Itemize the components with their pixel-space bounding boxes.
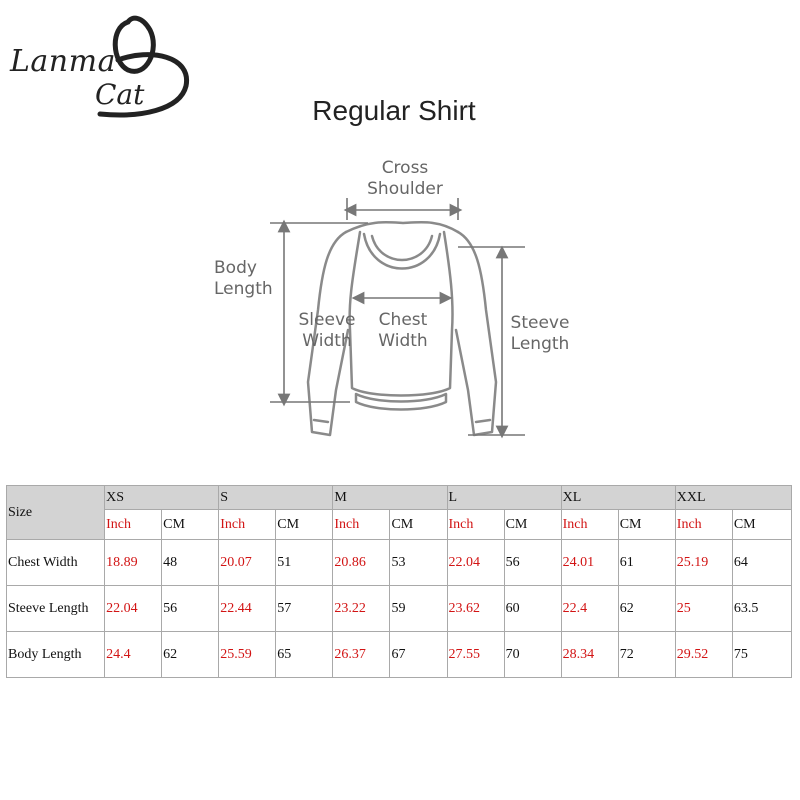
inch-value: 23.22	[332, 585, 391, 632]
inch-value: 26.37	[332, 631, 391, 678]
inch-value: 23.62	[446, 585, 505, 632]
shirt-outline-icon	[270, 198, 525, 439]
unit-inch: Inch	[560, 509, 619, 540]
row-label: Steeve Length	[5, 585, 106, 632]
cm-value: 57	[275, 585, 334, 632]
cm-value: 62	[617, 585, 676, 632]
cm-value: 51	[275, 539, 334, 586]
cm-value: 65	[275, 631, 334, 678]
size-label-xs: XS	[104, 485, 220, 510]
size-header-row: Size XS S M L XL XXL	[5, 485, 793, 540]
cm-value: 56	[161, 585, 220, 632]
inch-value: 25.59	[218, 631, 277, 678]
row-label: Body Length	[5, 631, 106, 678]
cm-value: 67	[389, 631, 448, 678]
unit-inch: Inch	[674, 509, 733, 540]
logo-text-line1: Lanma	[10, 44, 116, 79]
page-title: Regular Shirt	[312, 95, 476, 126]
inch-value: 25	[674, 585, 733, 632]
cm-value: 75	[731, 631, 793, 678]
unit-cm: CM	[161, 509, 220, 540]
cm-value: 61	[617, 539, 676, 586]
inch-value: 22.44	[218, 585, 277, 632]
inch-value: 28.34	[560, 631, 619, 678]
row-label: Chest Width	[5, 539, 106, 586]
inch-value: 24.01	[560, 539, 619, 586]
inch-value: 22.04	[104, 585, 163, 632]
size-header-cell: Size	[5, 485, 106, 540]
cm-value: 60	[503, 585, 562, 632]
size-label-l: L	[446, 485, 562, 510]
size-label-xl: XL	[560, 485, 676, 510]
cm-value: 53	[389, 539, 448, 586]
cm-value: 48	[161, 539, 220, 586]
table-row-chest-width: Chest Width 18.89 48 20.07 51 20.86 53 2…	[5, 539, 793, 586]
brand-logo: Lanma Cat	[0, 0, 200, 125]
unit-inch: Inch	[104, 509, 163, 540]
inch-value: 27.55	[446, 631, 505, 678]
inch-value: 20.86	[332, 539, 391, 586]
size-label-xxl: XXL	[674, 485, 793, 510]
cm-value: 63.5	[731, 585, 793, 632]
inch-value: 22.4	[560, 585, 619, 632]
inch-value: 25.19	[674, 539, 733, 586]
cm-value: 62	[161, 631, 220, 678]
inch-value: 29.52	[674, 631, 733, 678]
unit-cm: CM	[503, 509, 562, 540]
cm-value: 72	[617, 631, 676, 678]
cm-value: 56	[503, 539, 562, 586]
cm-value: 70	[503, 631, 562, 678]
unit-header-row: Inch CM Inch CM Inch CM Inch CM Inch CM …	[7, 509, 793, 540]
logo-text-line2: Cat	[95, 78, 145, 111]
unit-cm: CM	[275, 509, 334, 540]
unit-inch: Inch	[332, 509, 391, 540]
unit-cm: CM	[389, 509, 448, 540]
unit-cm: CM	[617, 509, 676, 540]
unit-cm: CM	[731, 509, 793, 540]
unit-inch: Inch	[218, 509, 277, 540]
table-row-body-length: Body Length 24.4 62 25.59 65 26.37 67 27…	[5, 631, 793, 678]
size-label-s: S	[218, 485, 334, 510]
inch-value: 18.89	[104, 539, 163, 586]
unit-inch: Inch	[446, 509, 505, 540]
logo-swirl-icon	[97, 15, 189, 118]
size-chart-table: Size XS S M L XL XXL Inch CM Inch CM Inc…	[5, 485, 793, 678]
size-label-m: M	[332, 485, 448, 510]
inch-value: 22.04	[446, 539, 505, 586]
cm-value: 64	[731, 539, 793, 586]
table-row-steeve-length: Steeve Length 22.04 56 22.44 57 23.22 59…	[5, 585, 793, 632]
inch-value: 20.07	[218, 539, 277, 586]
inch-value: 24.4	[104, 631, 163, 678]
cm-value: 59	[389, 585, 448, 632]
